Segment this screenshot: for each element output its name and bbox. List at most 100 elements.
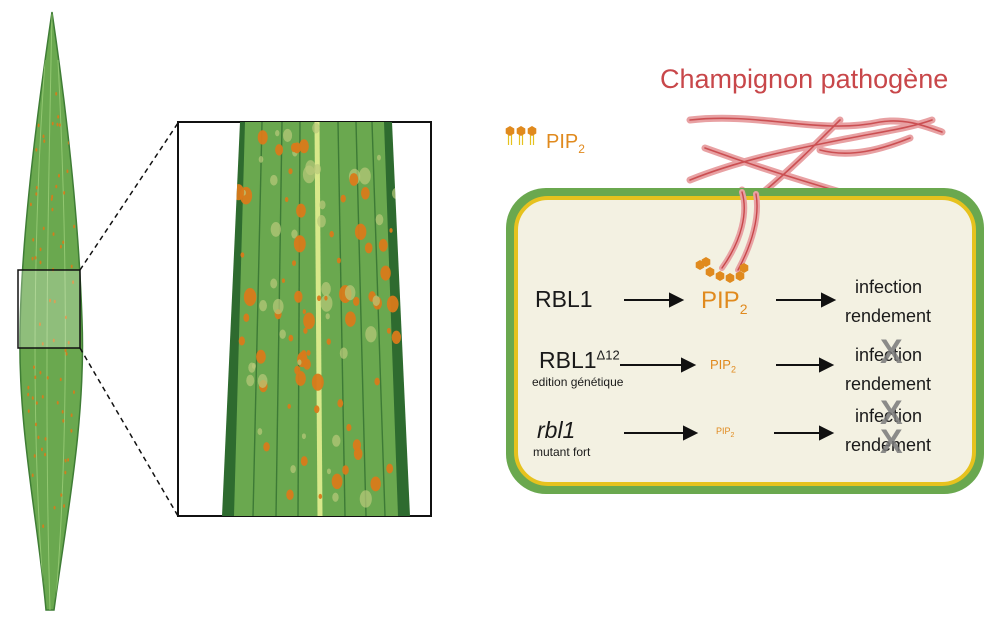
lesion-spot <box>353 447 363 461</box>
lesion-spot <box>359 490 372 508</box>
lesion-spot <box>33 109 36 114</box>
row2-infection: infection <box>855 345 923 365</box>
lesion-spot <box>281 278 286 283</box>
lesion-spot <box>291 229 298 239</box>
lesion-spot <box>295 371 306 386</box>
lesion-spot <box>39 247 42 252</box>
lesion-spot <box>291 142 298 153</box>
arrows <box>620 292 837 441</box>
lesion-spot <box>320 294 333 312</box>
lesion-spot <box>331 473 343 490</box>
lesion-spot <box>257 428 263 436</box>
row3-rendement: rendement <box>845 435 932 455</box>
lesion-spot <box>311 373 324 391</box>
pip2-head <box>705 267 715 277</box>
lesion-spot <box>62 240 65 245</box>
lesion-spot <box>72 280 75 284</box>
lesion-spot <box>365 326 377 343</box>
pip2-cluster <box>695 257 749 283</box>
lesion-spot <box>44 452 47 457</box>
lesion-spot <box>60 493 63 497</box>
lesion-spot <box>317 295 321 302</box>
lesion-spot <box>52 232 55 236</box>
pip2-head <box>701 257 711 267</box>
lesion-spot <box>294 290 303 303</box>
lesion-spot <box>76 216 79 221</box>
lesion-spot <box>35 401 38 405</box>
row2-infection-cross: X <box>880 333 903 371</box>
lesion-spot <box>303 327 308 334</box>
row3-infection-cross: X <box>880 394 903 432</box>
lesion-spot <box>359 167 371 185</box>
lesion-spot <box>329 230 334 238</box>
lesion-spot <box>34 375 37 380</box>
lesion-spot <box>391 330 402 344</box>
pip2-head <box>739 263 749 273</box>
lesion-spot <box>67 340 70 345</box>
zoom-line-top <box>79 122 179 271</box>
lesion-spot <box>65 352 68 356</box>
lesion-spot <box>27 141 30 145</box>
lesion-spot <box>71 533 74 537</box>
lesion-spot <box>63 191 66 195</box>
zoom-selection-box <box>17 269 81 349</box>
lesion-spot <box>51 207 54 212</box>
lesion-spot <box>332 434 341 447</box>
arrow-row1-left <box>624 292 685 308</box>
lesion-spot <box>35 147 38 152</box>
lesion-spot <box>64 315 67 320</box>
pip2-lipid <box>505 126 515 145</box>
lesion-spot <box>376 154 381 161</box>
lesion-spot <box>37 435 40 440</box>
lesion-spot <box>35 111 38 115</box>
lesion-spot <box>38 322 41 327</box>
lesion-spot <box>344 285 356 301</box>
lesion-spot <box>51 194 54 199</box>
lesion-spot <box>34 255 37 260</box>
lesion-spot <box>39 260 42 265</box>
lesion-spot <box>314 405 320 414</box>
pip2-head <box>735 271 745 281</box>
lesion-spot <box>324 295 328 301</box>
lesion-spot <box>386 463 394 474</box>
arrow-row3-right <box>774 425 835 441</box>
zoomed-lesions <box>232 122 402 508</box>
lesion-spot <box>64 458 67 463</box>
lesion-spot <box>74 473 77 477</box>
lesion-spot <box>270 278 278 289</box>
arrow-row2-left <box>620 357 697 373</box>
lesion-spot <box>40 447 43 452</box>
lesion-spot <box>325 313 330 320</box>
lesion-spot <box>290 465 296 474</box>
lesion-spot <box>41 394 44 399</box>
lesion-spot <box>300 456 308 467</box>
lesion-spot <box>35 422 38 427</box>
lesion-spot <box>238 336 246 346</box>
lesion-spot <box>32 237 35 242</box>
lesion-spot <box>42 524 45 528</box>
lesion-spot <box>51 121 54 126</box>
lesion-spot <box>326 338 331 345</box>
lesion-spot <box>332 492 339 502</box>
pip2-head <box>715 271 725 281</box>
lesion-spot <box>275 144 284 156</box>
lesion-spot <box>69 134 72 138</box>
lesion-spot <box>76 537 79 542</box>
lesion-spot <box>279 329 286 339</box>
pip2-head <box>725 273 735 283</box>
row2-rendement: rendement <box>845 374 932 394</box>
lesion-spot <box>56 400 59 405</box>
lesion-spot <box>27 409 30 413</box>
lesion-spot <box>318 493 323 499</box>
lesion-spot <box>64 470 67 475</box>
lesion-spot <box>342 465 349 475</box>
lesion-spot <box>263 442 270 452</box>
row1-gene: RBL1 <box>535 286 593 312</box>
row3-infection: infection <box>855 406 923 426</box>
lesion-spot <box>42 226 45 231</box>
lesion-spot <box>35 192 38 196</box>
lesion-spot <box>326 468 331 475</box>
lesion-spot <box>46 375 49 380</box>
lesion-spot <box>306 350 311 356</box>
